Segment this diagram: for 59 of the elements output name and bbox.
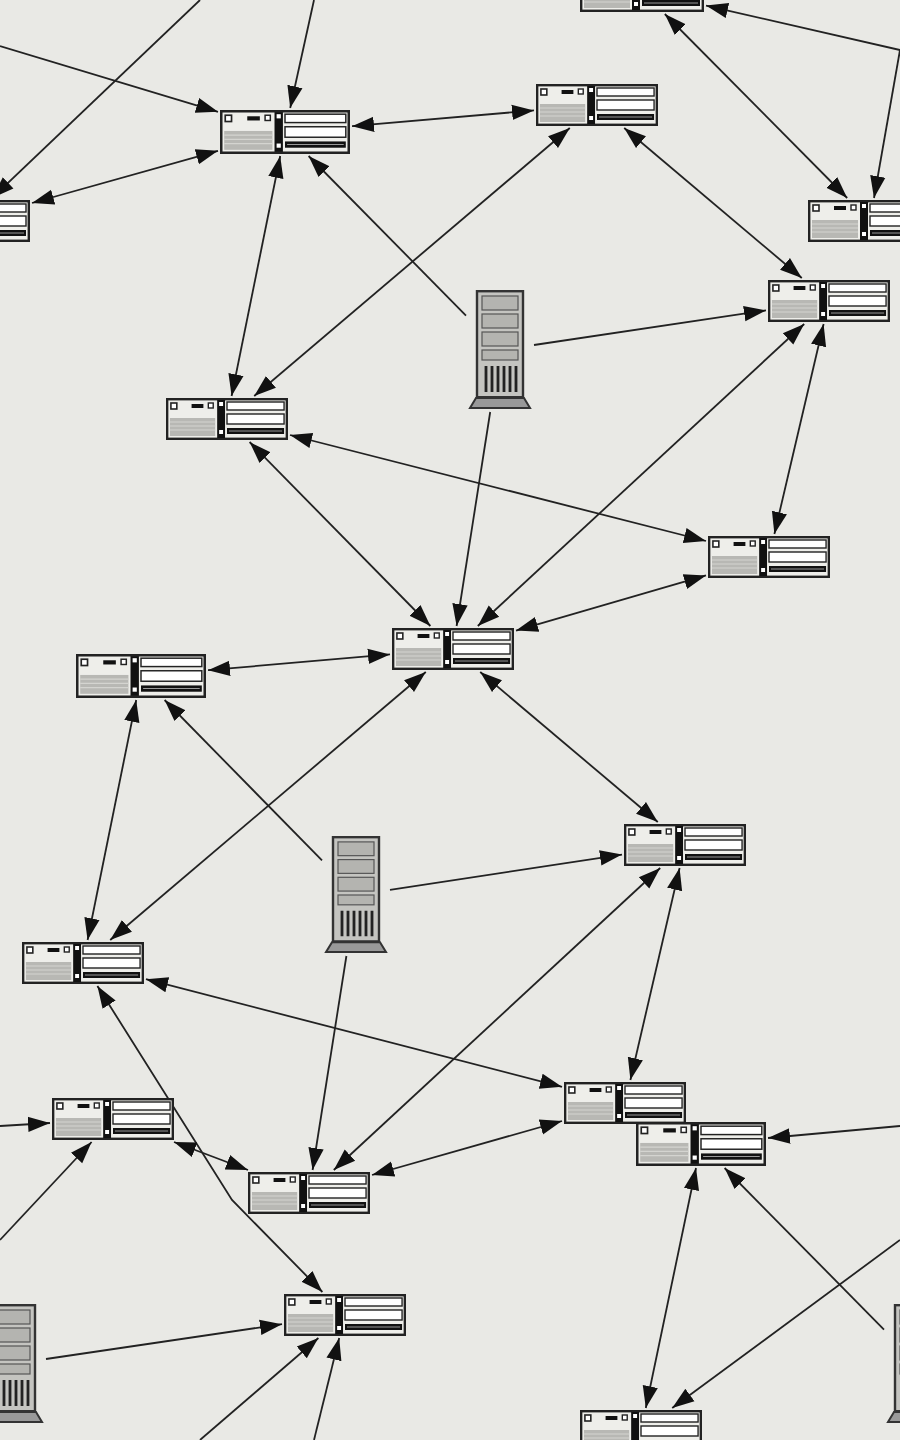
desktop-computer <box>580 1410 702 1440</box>
arrow <box>0 1116 51 1132</box>
desktop-computer <box>284 1294 406 1336</box>
arrow <box>0 0 201 199</box>
arrow <box>0 1141 93 1241</box>
arrow <box>627 867 683 1081</box>
arrow <box>0 45 219 113</box>
desktop-computer <box>220 110 350 154</box>
arrow <box>287 0 315 109</box>
arrow <box>389 850 623 891</box>
arrow <box>771 323 827 535</box>
arrow <box>96 985 324 1293</box>
desktop-computer <box>22 942 144 984</box>
server-tower <box>324 836 388 954</box>
arrow <box>253 127 571 397</box>
arrow <box>332 867 662 1171</box>
arrow <box>452 411 492 627</box>
desktop-computer <box>166 398 288 440</box>
arrow <box>533 306 767 346</box>
arrow <box>248 441 432 627</box>
arrow <box>45 1319 283 1360</box>
arrow <box>723 1167 885 1331</box>
arrow <box>705 3 900 51</box>
arrow <box>371 1119 563 1177</box>
desktop-computer <box>708 536 830 578</box>
arrow <box>642 1167 700 1409</box>
desktop-computer <box>636 1122 766 1166</box>
arrow <box>308 955 348 1171</box>
desktop-computer <box>248 1172 370 1214</box>
arrow <box>476 323 806 627</box>
arrow <box>207 648 391 676</box>
arrow <box>199 1337 320 1440</box>
arrow <box>145 977 563 1089</box>
desktop-computer <box>392 628 514 670</box>
arrow <box>623 127 803 279</box>
arrow <box>663 13 849 199</box>
desktop-computer <box>564 1082 686 1124</box>
desktop-computer <box>536 84 658 126</box>
arrow <box>109 671 427 941</box>
arrow <box>515 574 707 632</box>
desktop-computer <box>808 200 900 242</box>
arrow <box>173 1141 249 1171</box>
arrow <box>84 699 140 941</box>
arrow <box>351 104 535 132</box>
arrow <box>307 155 467 317</box>
arrow <box>313 1337 342 1440</box>
arrow <box>671 1239 900 1409</box>
arrow <box>767 1125 900 1144</box>
arrow <box>31 149 219 205</box>
desktop-computer <box>76 654 206 698</box>
desktop-computer <box>768 280 890 322</box>
arrow <box>870 49 900 199</box>
arrow <box>289 432 707 544</box>
arrow <box>479 671 659 823</box>
desktop-computer <box>624 824 746 866</box>
arrow <box>228 155 284 397</box>
desktop-computer <box>52 1098 174 1140</box>
server-tower <box>468 290 532 410</box>
arrow <box>163 699 323 862</box>
